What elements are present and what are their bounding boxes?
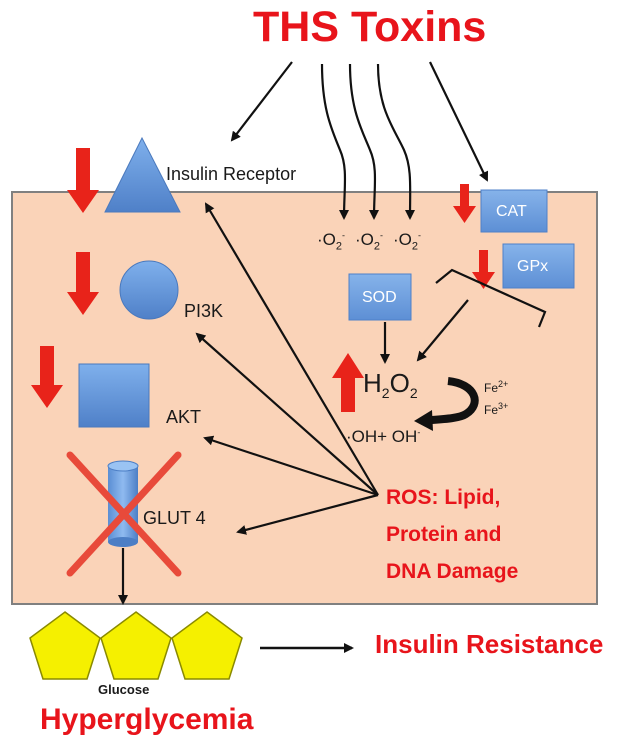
insulin-receptor-triangle (104, 136, 181, 213)
label-hyperglycemia: Hyperglycemia (40, 703, 254, 736)
label-akt: AKT (166, 407, 202, 427)
toxin-arrow-cat (429, 61, 489, 182)
label-insulin-resistance: Insulin Resistance (375, 629, 604, 659)
label-glut4: GLUT 4 (143, 508, 206, 528)
enzyme-bracket (435, 268, 547, 328)
label-sod: SOD (362, 289, 397, 306)
pi3k-circle (119, 260, 179, 320)
red-down-arrow-pi3k (67, 252, 99, 315)
glucose-pentagon-1 (29, 611, 101, 680)
label-cat: CAT (496, 203, 527, 220)
toxin-wave-1 (320, 63, 350, 220)
superoxide-2: ·O2- (355, 230, 384, 253)
bracket-to-h2o2-arrow (416, 299, 469, 362)
label-ros-line1: ROS: Lipid, (386, 486, 501, 509)
red-up-arrow-h2o2 (332, 353, 364, 412)
label-fe3: Fe3+ (484, 401, 509, 417)
ros-arrow-glut4 (236, 493, 379, 535)
cat-box (480, 189, 548, 233)
red-down-arrow-gpx (472, 250, 495, 289)
label-ros-line3: DNA Damage (386, 560, 519, 583)
label-ros-line2: Protein and (386, 523, 502, 546)
red-down-arrow-akt (31, 346, 63, 408)
label-glucose: Glucose (98, 682, 150, 697)
ros-arrow-pi3k (195, 332, 379, 496)
ros-arrow-insulin-receptor (204, 202, 379, 496)
red-down-arrow-receptor (67, 148, 99, 213)
superoxide-1: ·O2- (317, 230, 346, 253)
label-fe2: Fe2+ (484, 379, 509, 395)
label-pi3k: PI3K (184, 301, 224, 321)
toxin-wave-3 (376, 63, 416, 220)
title-ths-toxins: THS Toxins (253, 3, 487, 51)
toxin-wave-2 (348, 63, 380, 220)
sod-box (348, 273, 412, 321)
label-insulin-receptor: Insulin Receptor (166, 164, 297, 184)
gpx-box (502, 243, 575, 289)
glucose-pentagon-3 (171, 611, 243, 680)
glut4-block-x-2 (66, 451, 182, 577)
red-down-arrow-cat (453, 184, 476, 223)
label-hydroxyl: ·OH+ OH- (346, 427, 421, 446)
ros-arrow-akt (203, 435, 379, 497)
akt-square (78, 363, 150, 428)
toxin-arrow-insulin-receptor (230, 61, 293, 142)
fenton-arrowhead (414, 410, 433, 431)
fenton-curved-arrow (431, 377, 479, 424)
label-h2o2: H2O2 (363, 368, 418, 402)
superoxide-3: ·O2- (393, 230, 422, 253)
label-gpx: GPx (517, 258, 549, 275)
glucose-pentagon-2 (100, 611, 172, 680)
